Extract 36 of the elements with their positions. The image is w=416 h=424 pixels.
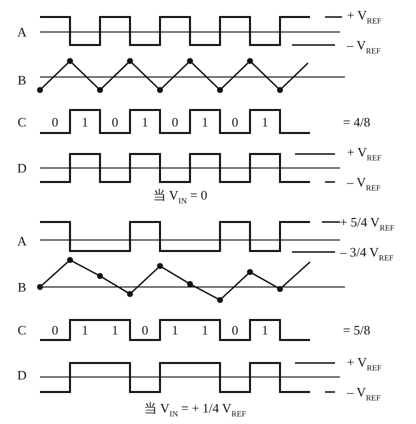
level-label: + 5/4 V$_{REF}$ (340, 216, 394, 232)
level-label: – 3/4 V$_{REF}$ (340, 246, 394, 262)
level-label: – V$_{REF}$ (347, 176, 381, 192)
bit-value: 0 (232, 324, 238, 336)
signal-name: C (18, 116, 26, 128)
bit-value: 0 (232, 116, 238, 128)
bit-value: 1 (172, 324, 178, 336)
bit-value: 0 (52, 116, 58, 128)
level-label: + V$_{REF}$ (347, 356, 382, 372)
signal-name: C (18, 324, 26, 336)
caption: 当 V$_{IN}$ = + 1/4 V$_{REF}$ (144, 402, 246, 418)
bit-value: 1 (262, 324, 268, 336)
signal-name: D (17, 162, 27, 174)
signal-name: D (17, 368, 27, 382)
bit-value: 0 (52, 324, 58, 336)
level-label: – V$_{REF}$ (347, 386, 381, 402)
bit-value: 1 (262, 116, 268, 128)
bit-value: 0 (112, 116, 118, 128)
signal-name: B (18, 280, 26, 294)
bit-value: 1 (112, 324, 118, 336)
bit-value: 1 (82, 324, 88, 336)
bit-value: 1 (202, 324, 208, 336)
ratio-label: = 4/8 (343, 116, 370, 128)
signal-name: A (17, 234, 27, 248)
ratio-label: = 5/8 (343, 324, 370, 336)
bit-value: 1 (202, 116, 208, 128)
signal-name: A (17, 26, 27, 38)
level-label: + V$_{REF}$ (347, 146, 382, 162)
level-label: – V$_{REF}$ (347, 38, 381, 56)
level-label: + V$_{REF}$ (347, 8, 382, 26)
bit-value: 0 (142, 324, 148, 336)
caption: 当 V$_{IN}$ = 0 (152, 188, 208, 206)
bit-value: 1 (82, 116, 88, 128)
bit-value: 1 (142, 116, 148, 128)
signal-name: B (18, 74, 26, 86)
bit-value: 0 (172, 116, 178, 128)
